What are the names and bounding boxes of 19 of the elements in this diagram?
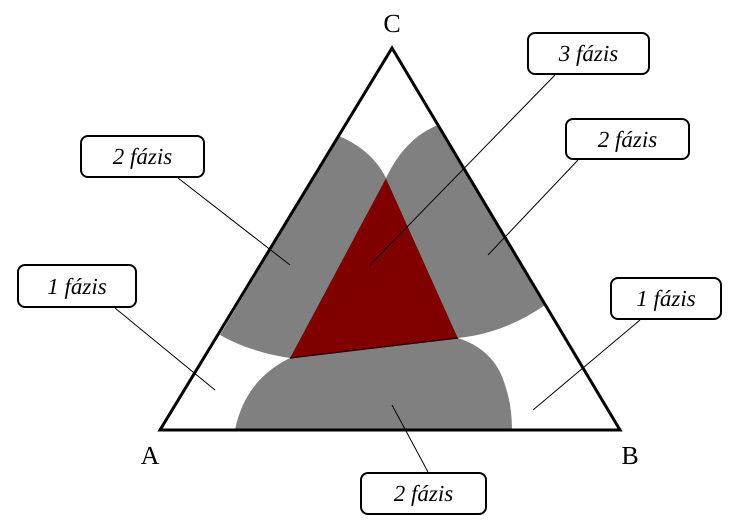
leader-line	[370, 74, 556, 266]
vertex-label: C	[383, 11, 401, 37]
phase-label: 1 fázis	[610, 277, 722, 320]
vertex-label: A	[140, 443, 160, 469]
three-phase-triangle	[290, 178, 458, 358]
leader-line	[532, 320, 640, 410]
two-phase-region	[235, 338, 512, 430]
two-phase-region	[386, 125, 545, 338]
leader-line	[114, 308, 216, 390]
two-phase-region	[220, 136, 386, 358]
leader-line	[392, 404, 428, 472]
phase-label: 2 fázis	[360, 472, 487, 515]
leader-line	[488, 160, 578, 256]
phase-label: 2 fázis	[565, 118, 690, 160]
leader-line	[178, 178, 290, 266]
phase-label: 2 fázis	[80, 135, 205, 178]
vertex-label: B	[621, 443, 639, 469]
phase-label: 1 fázis	[17, 264, 137, 308]
phase-label: 3 fázis	[527, 32, 650, 75]
